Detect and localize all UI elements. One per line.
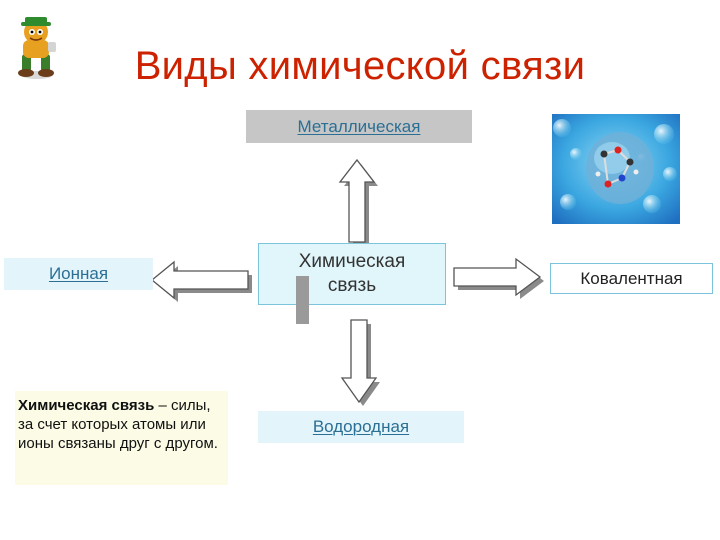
chemical-bond-center-box: Химическая связь [258, 243, 446, 305]
definition-box: Химическая связь – силы, за счет которых… [15, 391, 228, 485]
ionic-bond-label[interactable]: Ионная [48, 264, 109, 283]
covalent-bond-box: Ковалентная [550, 263, 713, 294]
molecule-photo [552, 114, 680, 224]
page-title: Виды химической связи [134, 44, 586, 88]
arrow-shaft-fragment [296, 276, 309, 324]
covalent-bond-label: Ковалентная [580, 268, 683, 288]
arrow-up-icon [338, 158, 378, 246]
arrow-left-icon [150, 260, 252, 302]
arrow-right-icon [453, 257, 544, 299]
arrow-down-icon [340, 319, 380, 406]
center-label-line2: связь [327, 275, 377, 296]
center-label-line1: Химическая [298, 251, 406, 272]
ionic-bond-box[interactable]: Ионная [4, 258, 153, 290]
metallic-bond-label[interactable]: Металлическая [297, 116, 421, 136]
definition-text: – силы, за счет которых атомы или ионы с… [18, 397, 218, 452]
definition-term: Химическая связь [18, 397, 155, 414]
hydrogen-bond-label[interactable]: Водородная [312, 417, 410, 436]
metallic-bond-box[interactable]: Металлическая [246, 110, 472, 143]
hydrogen-bond-box[interactable]: Водородная [258, 411, 464, 443]
cartoon-mascot-icon [18, 17, 56, 79]
